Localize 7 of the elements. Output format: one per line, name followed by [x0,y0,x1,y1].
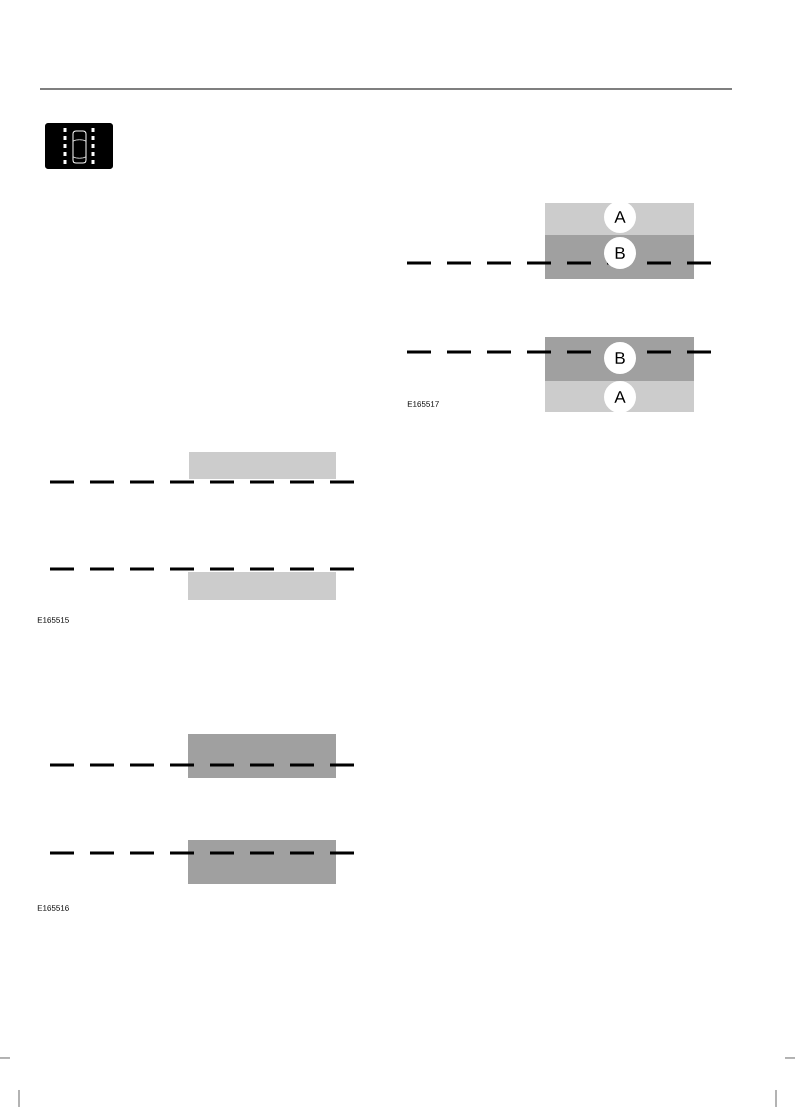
figure-code: E165515 [37,617,69,623]
circle-label: B [604,342,636,374]
figure-code: E165516 [37,905,69,911]
circle-label: A [604,201,636,233]
figure-code: E165517 [407,401,439,407]
circle-label: B [604,237,636,269]
circle-label: A [604,381,636,413]
